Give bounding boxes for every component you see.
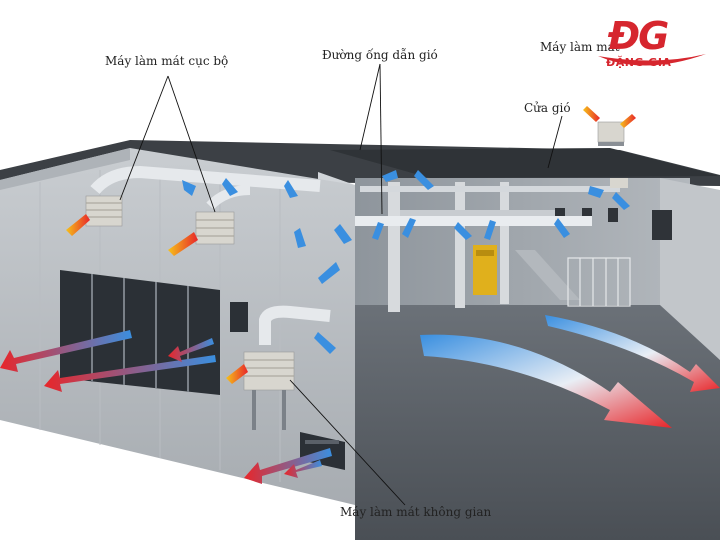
racks [567, 257, 631, 307]
floor [355, 305, 720, 540]
exterior-duct [90, 165, 321, 195]
leader-lines [119, 63, 563, 506]
column [388, 182, 400, 312]
roof-far [330, 148, 720, 178]
floor-airflow-arrow [420, 334, 672, 428]
vent-label: Cửa gió [524, 101, 571, 115]
logo-brand-text: ĐẶNG GIA [606, 56, 672, 69]
roof-cooler-label: Máy làm mát [540, 40, 620, 54]
interior-duct [352, 216, 592, 226]
exhaust-arrows [0, 330, 332, 484]
roof-cooler-unit [597, 121, 625, 146]
stairs [515, 250, 580, 300]
back-wall-windows [555, 208, 672, 240]
space-cooler-unit [243, 351, 295, 430]
logo-swoosh [598, 54, 706, 66]
back-wall [355, 178, 690, 305]
local-cooler-label: Máy làm mát cục bộ [105, 54, 229, 68]
dang-gia-logo: ĐG ĐẶNG GIA [594, 14, 710, 80]
local-cooler-unit-1 [85, 195, 123, 227]
space-cooler-label: Máy làm mát không gian [340, 505, 492, 519]
duct-to-space-cooler [259, 305, 331, 345]
hot-air-inlets [66, 106, 636, 384]
ceiling-vent [610, 178, 628, 188]
column [455, 182, 465, 308]
right-wall [660, 178, 720, 360]
local-cooler-unit-2 [195, 211, 235, 245]
floor-airflow-arrow-2 [545, 315, 720, 392]
logo-monogram: ĐG [608, 14, 669, 58]
mezzanine [400, 210, 560, 218]
front-window [230, 302, 248, 332]
duct-label: Đường ống dẫn gió [322, 48, 438, 62]
cool-air-arrows [182, 170, 630, 354]
column [500, 182, 509, 304]
